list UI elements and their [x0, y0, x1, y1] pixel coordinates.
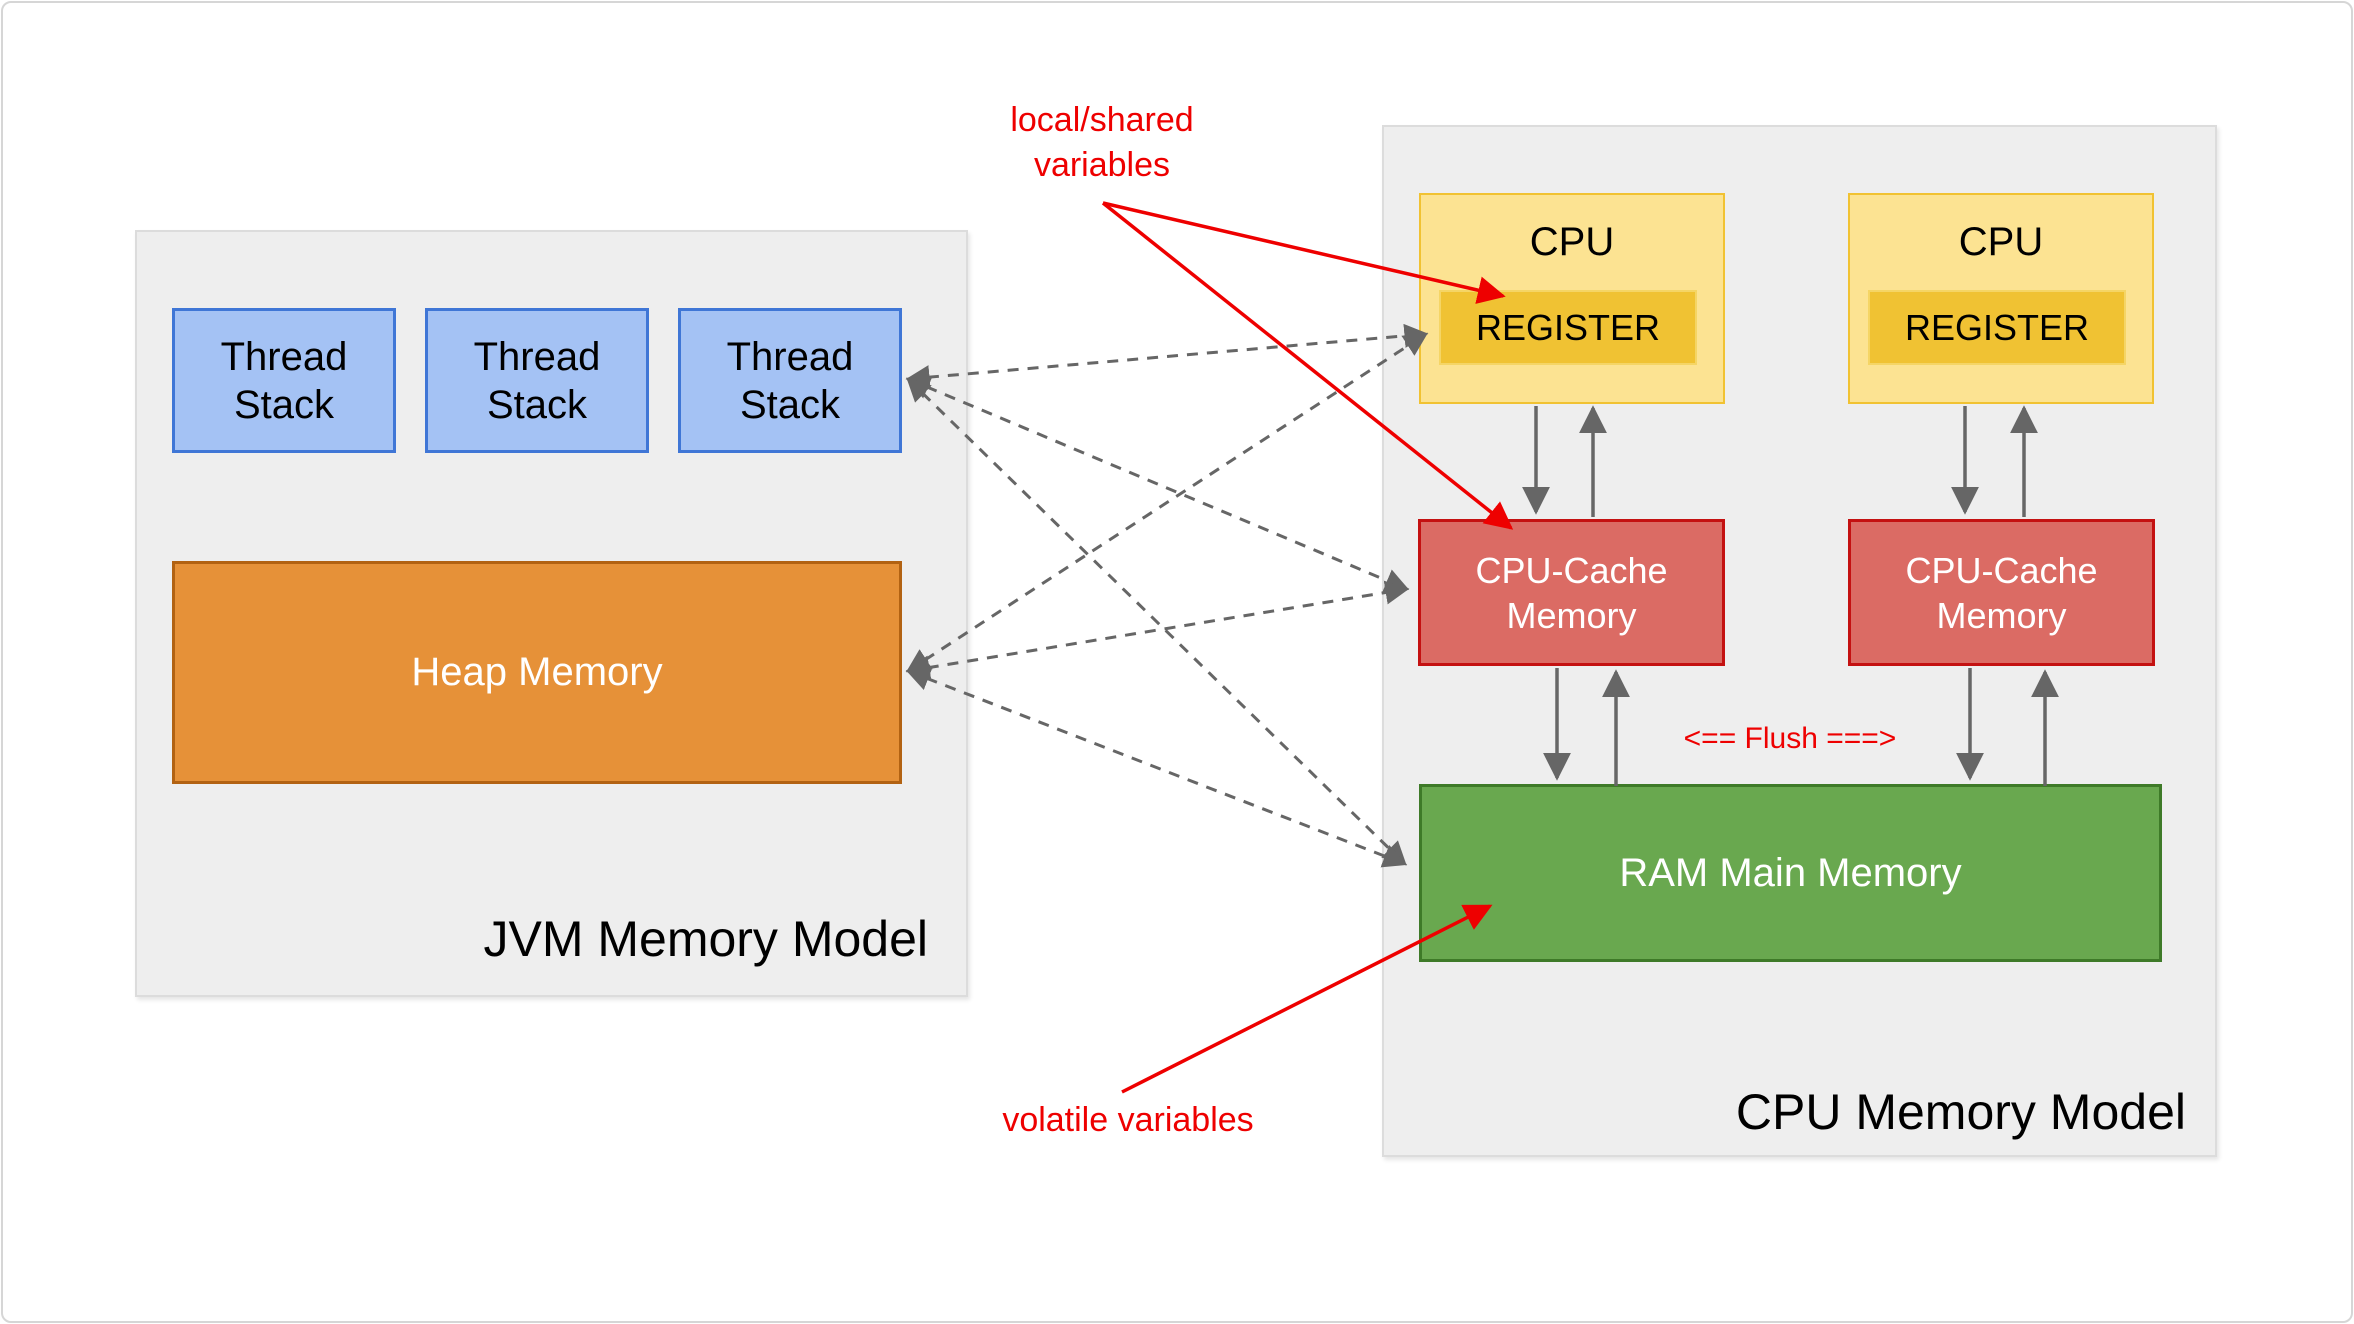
register-box-2: REGISTER	[1868, 290, 2126, 365]
register-box-1: REGISTER	[1439, 290, 1697, 365]
cpu-label-2: CPU	[1958, 219, 2044, 264]
local-shared-variables-annotation: local/shared variables	[1010, 101, 1194, 184]
volatile-variables-annotation: volatile variables	[1002, 1101, 1254, 1139]
cpu-cache-memory-box-2: CPU-Cache Memory	[1848, 519, 2155, 666]
cpu-label-1: CPU	[1529, 219, 1615, 264]
flush-annotation: <== Flush ===>	[1683, 722, 1897, 755]
thread-stack-box-1: Thread Stack	[172, 308, 396, 453]
ram-main-memory-box: RAM Main Memory	[1419, 784, 2162, 962]
cpu-cache-memory-box-1: CPU-Cache Memory	[1418, 519, 1725, 666]
thread-stack-box-3: Thread Stack	[678, 308, 902, 453]
cpu-memory-model-title: CPU Memory Model	[1735, 1084, 2186, 1140]
jvm-memory-model-title: JVM Memory Model	[483, 911, 928, 967]
heap-memory-box: Heap Memory	[172, 561, 902, 784]
thread-stack-box-2: Thread Stack	[425, 308, 649, 453]
